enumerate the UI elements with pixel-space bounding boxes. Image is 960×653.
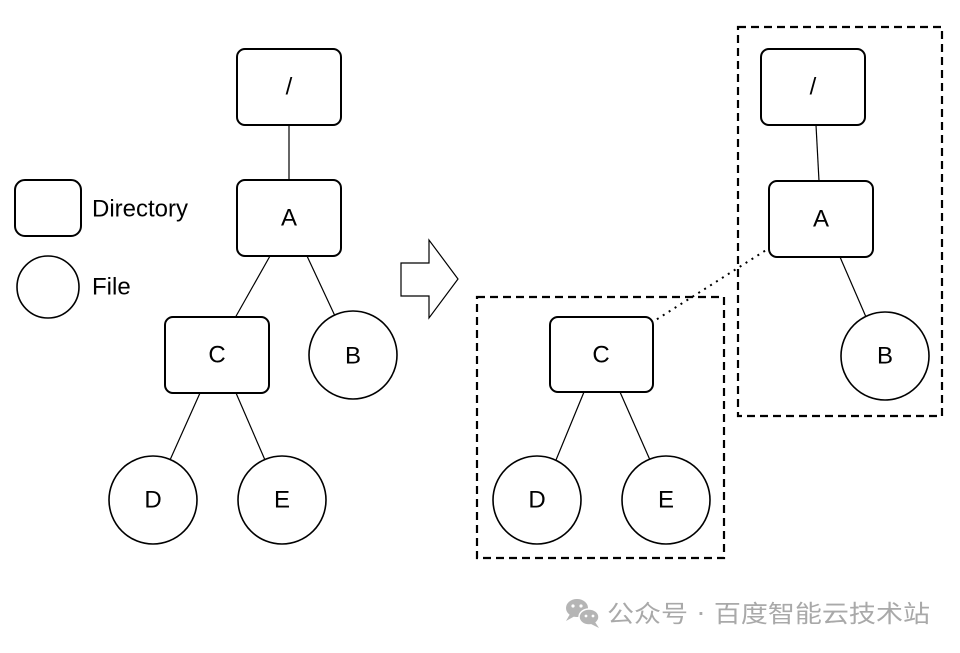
node-label: B	[877, 343, 893, 370]
mount-group-root-box	[736, 25, 944, 418]
directory-node-root: /	[236, 48, 342, 126]
directory-node-root: /	[760, 48, 866, 126]
edge-c-e	[619, 391, 651, 461]
edge-a-c	[234, 255, 271, 319]
legend-file-shape	[16, 255, 80, 319]
after-tree: / A C B D E	[475, 25, 944, 560]
node-label: C	[208, 342, 225, 369]
mount-link-c-a	[650, 246, 772, 324]
file-node-d: D	[108, 455, 198, 545]
file-node-e: E	[621, 455, 711, 545]
node-label: E	[274, 487, 290, 514]
node-label: /	[286, 74, 293, 101]
node-label: B	[345, 343, 361, 370]
edge-c-d	[169, 392, 201, 461]
before-tree-edges	[169, 125, 336, 461]
directory-node-a: A	[236, 179, 342, 257]
before-tree: / A C B D E	[108, 48, 398, 545]
edge-a-b	[839, 256, 867, 318]
node-label: C	[592, 342, 609, 369]
legend-file-label: File	[92, 274, 131, 301]
node-label: A	[813, 206, 829, 233]
file-node-b: B	[840, 311, 930, 401]
node-label: E	[658, 487, 674, 514]
directory-node-c: C	[549, 316, 654, 393]
edge-c-e	[235, 392, 266, 461]
edge-root-a	[815, 124, 820, 182]
right-arrow-icon	[400, 238, 459, 320]
directory-node-c: C	[164, 316, 270, 394]
mount-group-subtree-box	[475, 295, 726, 560]
directory-node-a: A	[768, 180, 874, 258]
wechat-icon	[566, 599, 600, 628]
node-label: D	[144, 487, 161, 514]
legend-directory-label: Directory	[92, 196, 188, 223]
edge-a-b	[306, 255, 336, 317]
edge-c-d	[555, 391, 585, 461]
file-node-d: D	[492, 455, 582, 545]
node-label: D	[528, 487, 545, 514]
file-node-e: E	[237, 455, 327, 545]
watermark-text: 公众号 · 百度智能云技术站	[607, 600, 930, 628]
node-label: /	[810, 74, 817, 101]
watermark: 公众号 · 百度智能云技术站	[566, 599, 930, 628]
file-node-b: B	[308, 310, 398, 400]
legend-directory-shape	[14, 179, 82, 237]
node-label: A	[281, 205, 297, 232]
legend: Directory File	[14, 179, 188, 319]
